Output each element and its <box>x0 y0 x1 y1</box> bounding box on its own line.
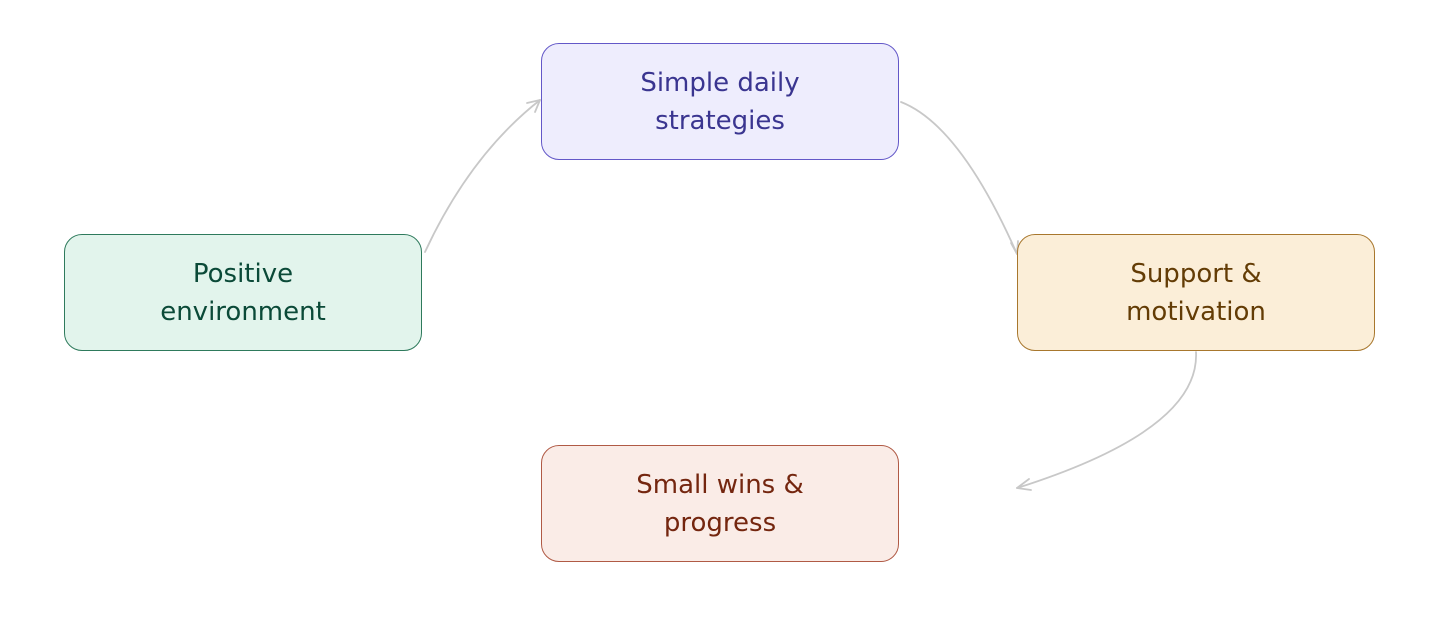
arrow-strategies-to-support <box>900 101 1018 255</box>
node-label: Support & motivation <box>1126 258 1266 327</box>
node-label: Positive environment <box>160 258 326 327</box>
arrow-support-to-wins <box>1016 351 1197 489</box>
node-label: Small wins & progress <box>636 469 804 538</box>
arrowhead-icon <box>1016 478 1032 491</box>
arrow-positive-to-strategies <box>424 99 541 253</box>
node-support-motivation: Support & motivation <box>1017 234 1375 351</box>
node-positive-environment: Positive environment <box>64 234 422 351</box>
arrowhead-icon <box>526 99 541 113</box>
node-small-wins-progress: Small wins & progress <box>541 445 899 562</box>
node-simple-daily-strategies: Simple daily strategies <box>541 43 899 160</box>
node-label: Simple daily strategies <box>640 67 800 136</box>
